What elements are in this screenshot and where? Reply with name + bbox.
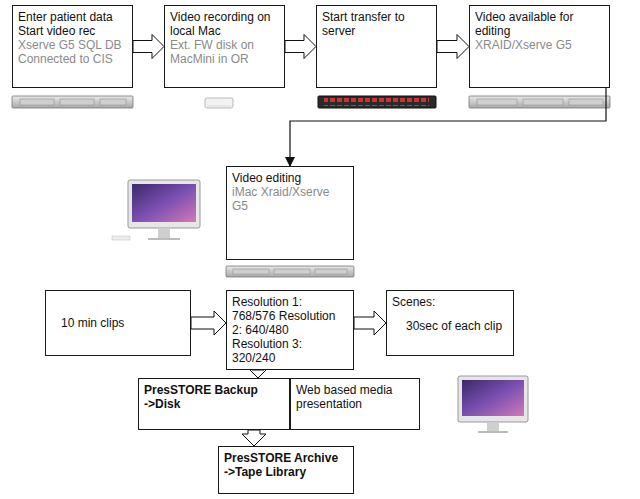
box-text: Ext. FW disk on MacMini in OR	[170, 38, 279, 66]
process-box: Enter patient data Start video recXserve…	[12, 5, 133, 88]
block-arrow	[242, 430, 266, 446]
process-box: Resolution 1: 768/576 Resolution 2: 640/…	[226, 290, 354, 370]
imac-computer	[112, 180, 200, 240]
box-text: Enter patient data Start video rec	[18, 10, 127, 38]
box-text: PresSTORE Backup	[144, 383, 284, 397]
box-text: Web based media presentation	[296, 383, 414, 411]
xserve-unit	[226, 266, 354, 277]
block-arrow	[437, 35, 469, 59]
flow-line	[290, 88, 606, 166]
block-arrow	[354, 311, 386, 335]
xserve-unit	[469, 96, 610, 108]
box-text: Start transfer to server	[322, 10, 431, 38]
box-text: Video available for editing	[475, 10, 604, 38]
box-text: 10 min clips	[51, 316, 185, 330]
process-box: Scenes: 30sec of each clip	[386, 290, 514, 356]
process-box: Video available for editingXRAID/Xserve …	[469, 5, 610, 88]
storage-box: PresSTORE Backup->Disk	[138, 378, 290, 430]
mac-mini	[205, 98, 233, 108]
box-text: Video editing	[232, 171, 348, 185]
box-text: Scenes:	[392, 295, 508, 309]
block-arrow	[133, 35, 164, 59]
box-text: PresSTORE Archive	[224, 451, 348, 465]
box-text: XRAID/Xserve G5	[475, 38, 604, 52]
xserve-unit	[12, 96, 133, 108]
box-text: 30sec of each clip	[392, 319, 508, 333]
box-text: ->Disk	[144, 397, 284, 411]
box-text: Video recording on local Mac	[170, 10, 279, 38]
process-box: Video editingiMac Xraid/Xserve G5	[226, 166, 354, 260]
box-text: Resolution 1: 768/576 Resolution 2: 640/…	[232, 295, 348, 365]
process-box: Web based media presentation	[290, 378, 420, 430]
block-arrow	[191, 311, 226, 335]
process-box: 10 min clips	[45, 290, 191, 356]
box-text: ->Tape Library	[224, 465, 348, 479]
network-switch	[318, 96, 436, 108]
block-arrow	[285, 35, 316, 59]
imac-computer	[458, 376, 528, 433]
storage-box: PresSTORE Archive->Tape Library	[218, 446, 354, 494]
process-box: Start transfer to server	[316, 5, 437, 88]
process-box: Video recording on local MacExt. FW disk…	[164, 5, 285, 88]
box-text: iMac Xraid/Xserve G5	[232, 185, 348, 213]
box-text: Xserve G5 SQL DB Connected to CIS	[18, 38, 127, 66]
